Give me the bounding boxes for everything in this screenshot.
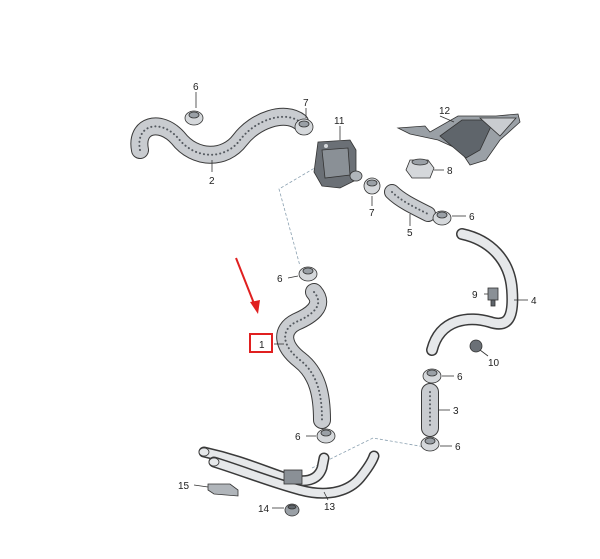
hose-1[interactable] xyxy=(276,283,331,429)
label-3: 3 xyxy=(453,406,459,417)
label-6-lower-left: 6 xyxy=(295,432,301,443)
clamp-6-right-mid[interactable] xyxy=(422,368,442,384)
bracket-15[interactable] xyxy=(207,483,239,497)
valve-9[interactable] xyxy=(487,287,499,307)
label-15: 15 xyxy=(178,481,190,492)
label-2: 2 xyxy=(209,176,215,187)
label-9: 9 xyxy=(472,290,478,301)
hose-2[interactable] xyxy=(130,107,309,164)
pipe-13[interactable] xyxy=(198,446,380,499)
label-14: 14 xyxy=(258,504,270,515)
hose-5[interactable] xyxy=(384,184,436,222)
label-6-upper: 6 xyxy=(193,82,199,93)
label-6-right-mid: 6 xyxy=(457,372,463,383)
label-7-upper: 7 xyxy=(303,98,309,109)
label-1: 1 xyxy=(259,340,265,351)
highlight-box xyxy=(249,333,273,353)
label-6-right-lower: 6 xyxy=(455,442,461,453)
label-8: 8 xyxy=(447,166,453,177)
label-5: 5 xyxy=(407,228,413,239)
clip-14[interactable] xyxy=(284,503,300,517)
clamp-7-lower[interactable] xyxy=(363,177,381,195)
clamp-6-right-upper[interactable] xyxy=(432,210,452,226)
clamp-6-lower-left[interactable] xyxy=(316,428,336,444)
highlight-arrow xyxy=(235,257,260,314)
label-4: 4 xyxy=(531,296,537,307)
label-13: 13 xyxy=(324,502,336,513)
clamp-6-upper[interactable] xyxy=(184,110,204,126)
clamp-6-right-lower[interactable] xyxy=(420,436,440,452)
label-11: 11 xyxy=(334,116,345,127)
bracket-12[interactable] xyxy=(396,113,521,166)
pipe-4[interactable] xyxy=(426,228,519,356)
leader-lines xyxy=(193,92,528,509)
label-12: 12 xyxy=(439,106,451,117)
clamp-8[interactable] xyxy=(405,158,435,179)
clamp-7-upper[interactable] xyxy=(294,118,314,136)
pump-11[interactable] xyxy=(313,139,363,189)
label-10: 10 xyxy=(488,358,500,369)
label-6-mid-left: 6 xyxy=(277,274,283,285)
label-7-lower: 7 xyxy=(369,208,375,219)
label-6-right-upper: 6 xyxy=(469,212,475,223)
holder-10[interactable] xyxy=(469,339,483,353)
clamp-6-mid-left[interactable] xyxy=(298,266,318,282)
callout-labels: 6 2 7 11 12 8 7 6 5 4 9 10 6 3 6 6 1 6 1… xyxy=(178,82,537,515)
